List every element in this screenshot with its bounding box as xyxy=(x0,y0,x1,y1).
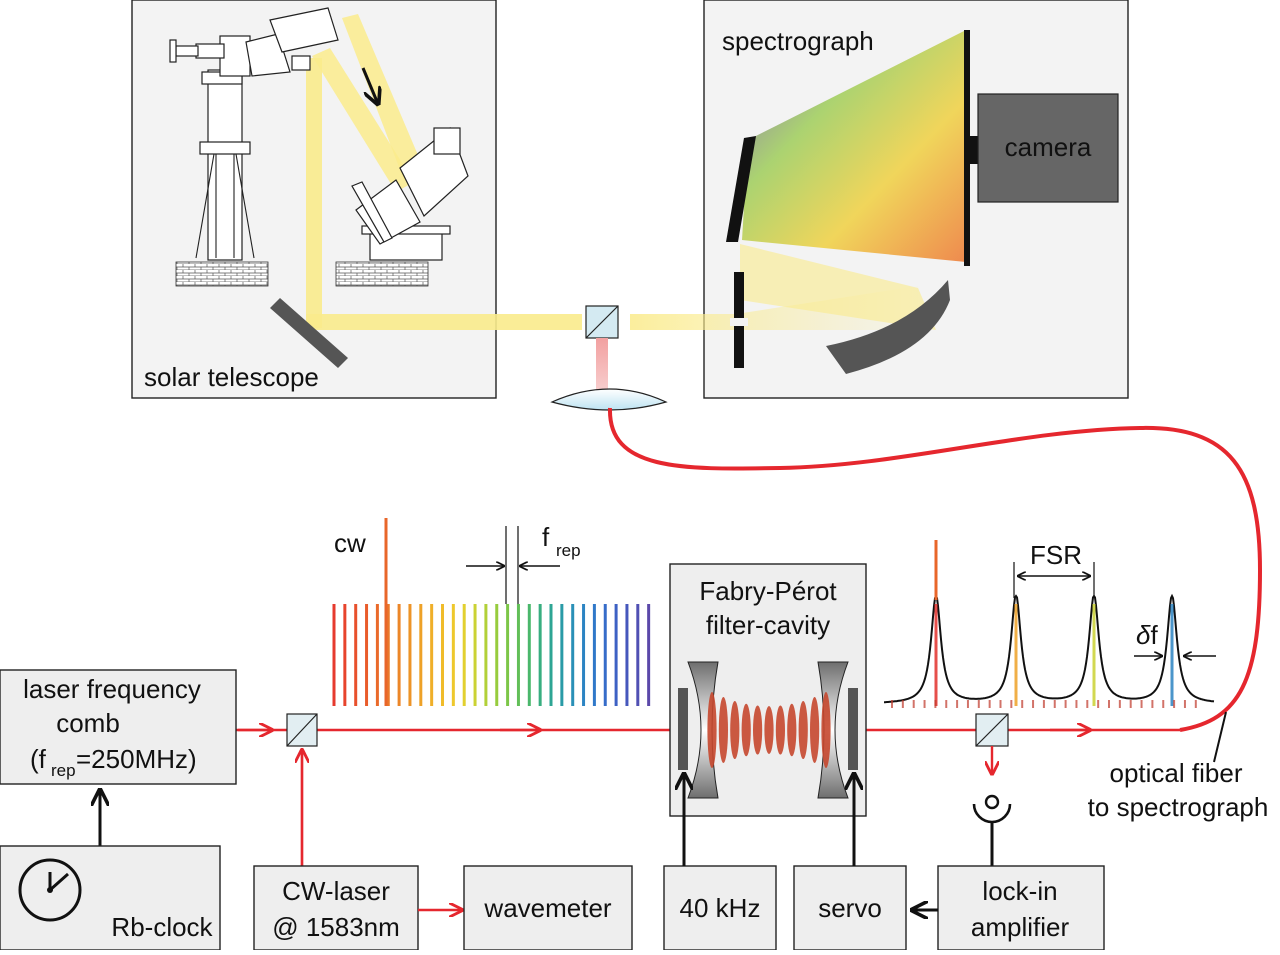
comb-param-value: =250MHz) xyxy=(76,744,197,774)
lock-in-amplifier-box: lock-in amplifier xyxy=(937,865,1105,951)
diffraction-grating-icon xyxy=(726,136,756,242)
cw-laser-wavelength: @ 1583nm xyxy=(272,912,400,942)
svg-text:(f: (f xyxy=(30,744,47,774)
beam-splitter-cube-icon xyxy=(286,713,318,747)
cw-laser-title: CW-laser xyxy=(282,876,390,906)
telescope-tower-icon xyxy=(169,7,339,261)
lockin-subtitle: amplifier xyxy=(971,912,1070,942)
frequency-comb-spectrum xyxy=(332,604,651,706)
fabry-perot-title: Fabry-Pérot xyxy=(699,576,837,606)
clock-icon xyxy=(18,858,82,922)
servo-label: servo xyxy=(818,893,882,923)
cavity-mode-lobe xyxy=(718,697,729,763)
solar-telescope-label: solar telescope xyxy=(144,362,319,392)
brick-foundation-icon xyxy=(175,261,269,287)
cavity-mode-lobe xyxy=(821,692,831,768)
delta-symbol: δ xyxy=(1136,620,1151,650)
modulation-40khz-box: 40 kHz xyxy=(663,865,777,951)
delta-f-letter: f xyxy=(1150,620,1158,650)
fold-mirror-icon xyxy=(270,298,348,368)
camera-box xyxy=(977,93,1119,203)
rb-clock-box: Rb-clock xyxy=(0,845,221,951)
rb-clock-label: Rb-clock xyxy=(111,912,213,942)
linewidth-marker: δf xyxy=(1134,620,1216,656)
cavity-mode-lobe xyxy=(707,692,717,768)
comb-param-prefix: (f xyxy=(30,744,47,774)
cavity-standing-wave xyxy=(707,692,831,768)
cavity-mode-lobe xyxy=(764,706,774,754)
lockin-title: lock-in xyxy=(982,876,1057,906)
fabry-perot-cavity: Fabry-Pérot filter-cavity xyxy=(669,563,867,817)
cavity-mode-lobe xyxy=(753,705,763,755)
comb-title-line1: laser frequency xyxy=(23,674,201,704)
cw-label: cw xyxy=(334,528,366,558)
spectrograph-label: spectrograph xyxy=(722,26,874,56)
cavity-mode-lobe xyxy=(730,700,740,760)
fiber-pointer xyxy=(1213,711,1227,763)
laser-frequency-comb-box: laser frequency comb (f rep =250MHz) xyxy=(0,669,237,785)
pickoff-beam-splitter-icon xyxy=(975,713,1009,747)
fiber-label-line1: optical fiber xyxy=(1110,758,1243,788)
cavity-mode-lobe xyxy=(775,705,786,755)
light-direction-arrow xyxy=(361,67,378,104)
comb-title-line2: comb xyxy=(56,708,120,738)
dispersed-spectrum xyxy=(742,30,966,262)
svg-text:f: f xyxy=(542,522,550,552)
frep-spacing-marker: f rep xyxy=(466,522,581,604)
svg-text:=250MHz): =250MHz) xyxy=(76,744,197,774)
beam-splitter-cube-icon xyxy=(585,305,619,339)
coupling-lens-icon xyxy=(550,388,668,411)
svg-text:rep: rep xyxy=(556,541,581,560)
fiber-label-line2: to spectrograph xyxy=(1088,792,1269,822)
wavemeter-label: wavemeter xyxy=(483,893,611,923)
svg-text:δf: δf xyxy=(1136,620,1158,650)
optical-fiber xyxy=(607,407,1263,732)
wavemeter-box: wavemeter xyxy=(463,865,633,951)
servo-box: servo xyxy=(793,865,907,951)
spectrograph-panel: camera spectrograph xyxy=(630,0,1129,399)
cw-laser-box: CW-laser @ 1583nm xyxy=(253,865,419,951)
fsr-marker: FSR xyxy=(1013,540,1095,598)
curved-mirror-icon xyxy=(826,280,950,374)
modulation-frequency-label: 40 kHz xyxy=(680,893,761,923)
cavity-mode-lobe xyxy=(810,697,820,763)
transmission-spectrum: FSR δf xyxy=(884,540,1216,708)
frep-label: f xyxy=(542,522,550,552)
fsr-label: FSR xyxy=(1030,540,1082,570)
solar-telescope-panel: solar telescope xyxy=(131,0,582,399)
cavity-mode-lobe xyxy=(741,703,751,757)
frep-subscript: rep xyxy=(556,541,581,560)
mirror-mount-right-icon xyxy=(848,688,858,770)
filter-cavity-title: filter-cavity xyxy=(706,610,830,640)
mirror-mount-left-icon xyxy=(678,688,688,770)
red-light-coupling xyxy=(596,338,608,394)
cavity-mode-lobe xyxy=(798,700,808,760)
camera-label: camera xyxy=(1005,132,1092,162)
comb-param-subscript: rep xyxy=(51,761,76,780)
mirror-mount-icon xyxy=(351,127,469,261)
sunlight-beam xyxy=(306,14,582,330)
cavity-mode-lobe xyxy=(787,703,797,757)
brick-foundation-icon xyxy=(335,261,429,287)
photodetector-icon xyxy=(972,794,1012,824)
svg-text:rep: rep xyxy=(51,761,76,780)
